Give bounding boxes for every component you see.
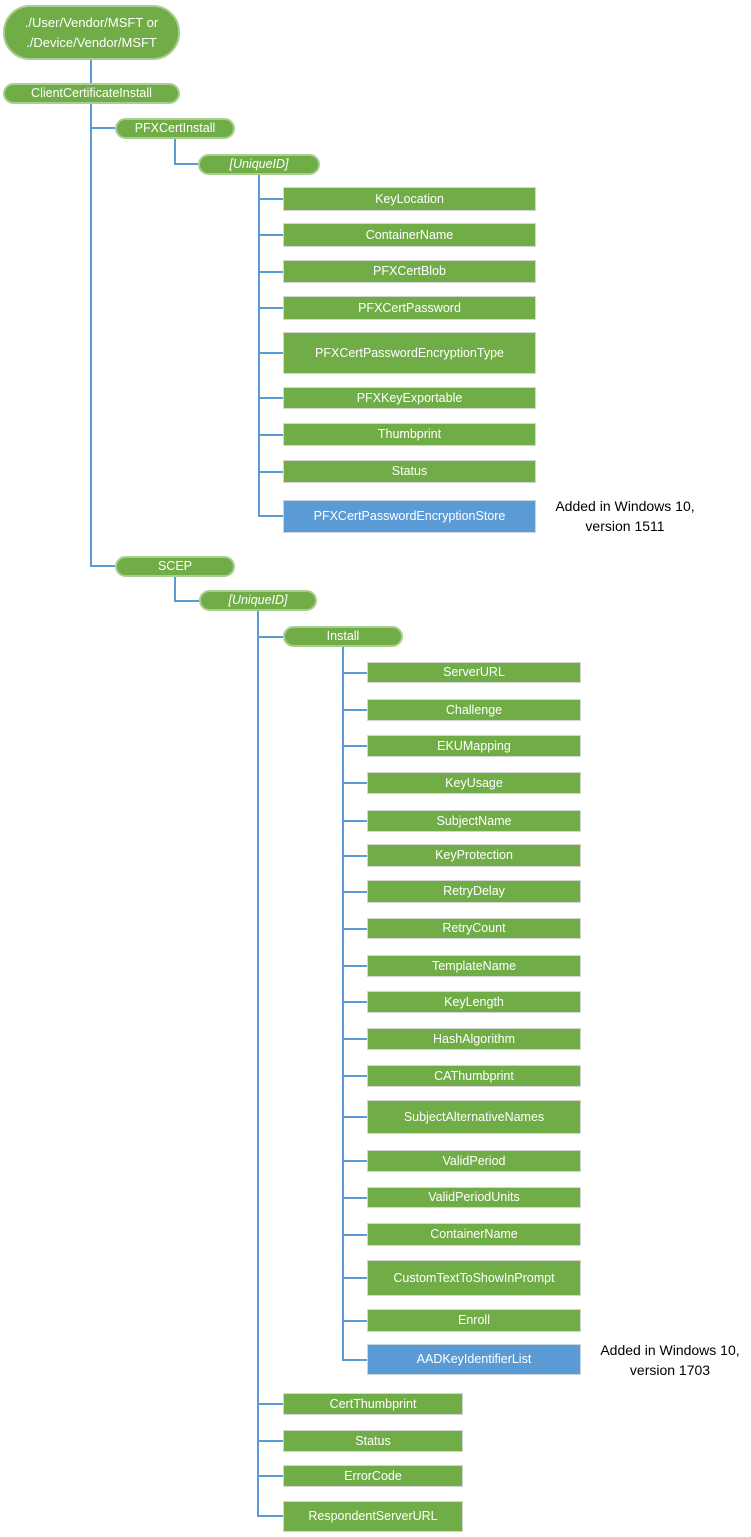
node-pfxcertpasswordencryptionstore: PFXCertPasswordEncryptionStore xyxy=(283,500,536,533)
node-validperiodunits: ValidPeriodUnits xyxy=(367,1187,581,1208)
root-line2: ./Device/Vendor/MSFT xyxy=(26,34,157,50)
node-status-scep: Status xyxy=(283,1430,463,1452)
node-keylocation: KeyLocation xyxy=(283,187,536,211)
node-subjectalternativenames: SubjectAlternativeNames xyxy=(367,1100,581,1134)
node-keyprotection: KeyProtection xyxy=(367,844,581,867)
note-1511-line1: Added in Windows 10, xyxy=(555,498,695,514)
node-scep: SCEP xyxy=(115,556,235,577)
node-customtexttoshowinprompt: CustomTextToShowInPrompt xyxy=(367,1260,581,1296)
node-respondentserverurl: RespondentServerURL xyxy=(283,1501,463,1532)
node-uniqueid-pfx: [UniqueID] xyxy=(198,154,320,175)
note-added-windows10-1703: Added in Windows 10, version 1703 xyxy=(585,1340,751,1381)
node-retrydelay: RetryDelay xyxy=(367,880,581,903)
node-cathumbprint: CAThumbprint xyxy=(367,1065,581,1087)
node-aadkeyidentifierlist: AADKeyIdentifierList xyxy=(367,1344,581,1375)
node-pfxcertblob: PFXCertBlob xyxy=(283,260,536,283)
root-line1: ./User/Vendor/MSFT or xyxy=(24,15,159,30)
node-certthumbprint: CertThumbprint xyxy=(283,1393,463,1415)
node-keylength: KeyLength xyxy=(367,991,581,1013)
node-templatename: TemplateName xyxy=(367,955,581,977)
node-serverurl: ServerURL xyxy=(367,662,581,683)
node-status-pfx: Status xyxy=(283,460,536,483)
node-ekumapping: EKUMapping xyxy=(367,735,581,757)
node-thumbprint: Thumbprint xyxy=(283,423,536,446)
node-pfxkeyexportable: PFXKeyExportable xyxy=(283,387,536,409)
node-retrycount: RetryCount xyxy=(367,918,581,939)
node-pfxcertinstall: PFXCertInstall xyxy=(115,118,235,139)
node-challenge: Challenge xyxy=(367,699,581,721)
node-install: Install xyxy=(283,626,403,647)
node-pfxcertpassword: PFXCertPassword xyxy=(283,296,536,320)
node-containername-install: ContainerName xyxy=(367,1223,581,1246)
note-1511-line2: version 1511 xyxy=(585,518,665,535)
node-errorcode: ErrorCode xyxy=(283,1465,463,1487)
node-hashalgorithm: HashAlgorithm xyxy=(367,1028,581,1050)
note-1703-line2: version 1703 xyxy=(629,1362,711,1379)
note-1703-line1: Added in Windows 10, xyxy=(600,1342,740,1358)
node-validperiod: ValidPeriod xyxy=(367,1150,581,1172)
node-clientcertificateinstall: ClientCertificateInstall xyxy=(3,83,180,104)
node-containername-pfx: ContainerName xyxy=(283,223,536,247)
node-enroll: Enroll xyxy=(367,1309,581,1332)
note-added-windows10-1511: Added in Windows 10, version 1511 xyxy=(540,496,710,537)
node-keyusage: KeyUsage xyxy=(367,772,581,794)
node-pfxcertpasswordencryptiontype: PFXCertPasswordEncryptionType xyxy=(283,332,536,374)
node-uniqueid-scep: [UniqueID] xyxy=(199,590,317,611)
node-root-vendor-msft: ./User/Vendor/MSFT or ./Device/Vendor/MS… xyxy=(3,5,180,60)
node-subjectname: SubjectName xyxy=(367,810,581,832)
